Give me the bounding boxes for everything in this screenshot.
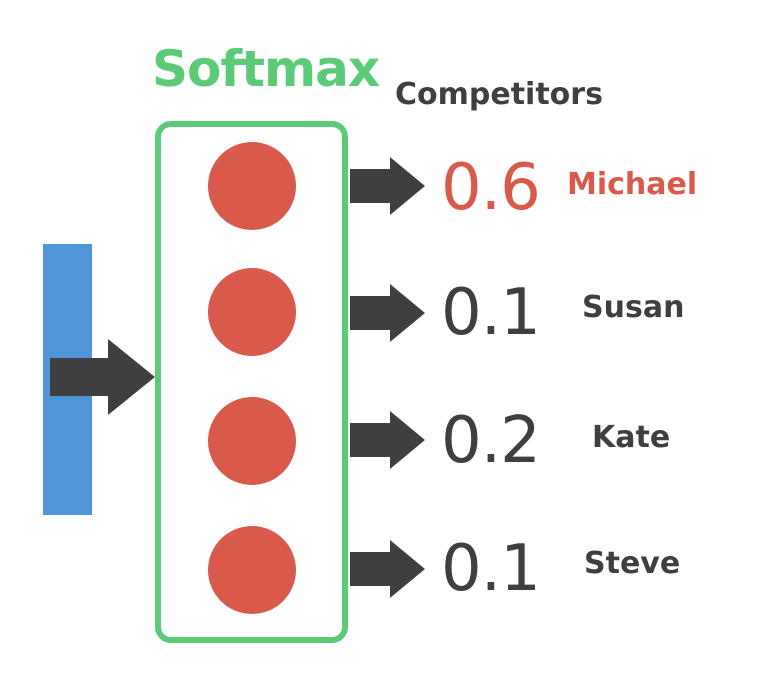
softmax-neuron xyxy=(208,397,296,485)
competitor-name-susan: Susan xyxy=(582,290,685,325)
output-arrow-icon xyxy=(350,157,425,215)
softmax-title: Softmax xyxy=(152,40,380,98)
competitors-header: Competitors xyxy=(395,77,603,112)
competitor-name-kate: Kate xyxy=(592,420,671,455)
input-layer-bar xyxy=(43,244,92,515)
softmax-neuron xyxy=(208,142,296,230)
probability-steve: 0.1 xyxy=(441,532,541,606)
probability-susan: 0.1 xyxy=(441,276,541,350)
output-arrow-icon xyxy=(350,540,425,598)
probability-michael: 0.6 xyxy=(441,151,541,225)
output-arrow-icon xyxy=(350,284,425,342)
softmax-layer-box xyxy=(155,121,348,643)
competitor-name-michael: Michael xyxy=(567,167,698,202)
competitor-name-steve: Steve xyxy=(584,546,681,581)
softmax-neuron xyxy=(208,526,296,614)
probability-kate: 0.2 xyxy=(441,404,541,478)
softmax-neuron xyxy=(208,268,296,356)
output-arrow-icon xyxy=(350,411,425,469)
